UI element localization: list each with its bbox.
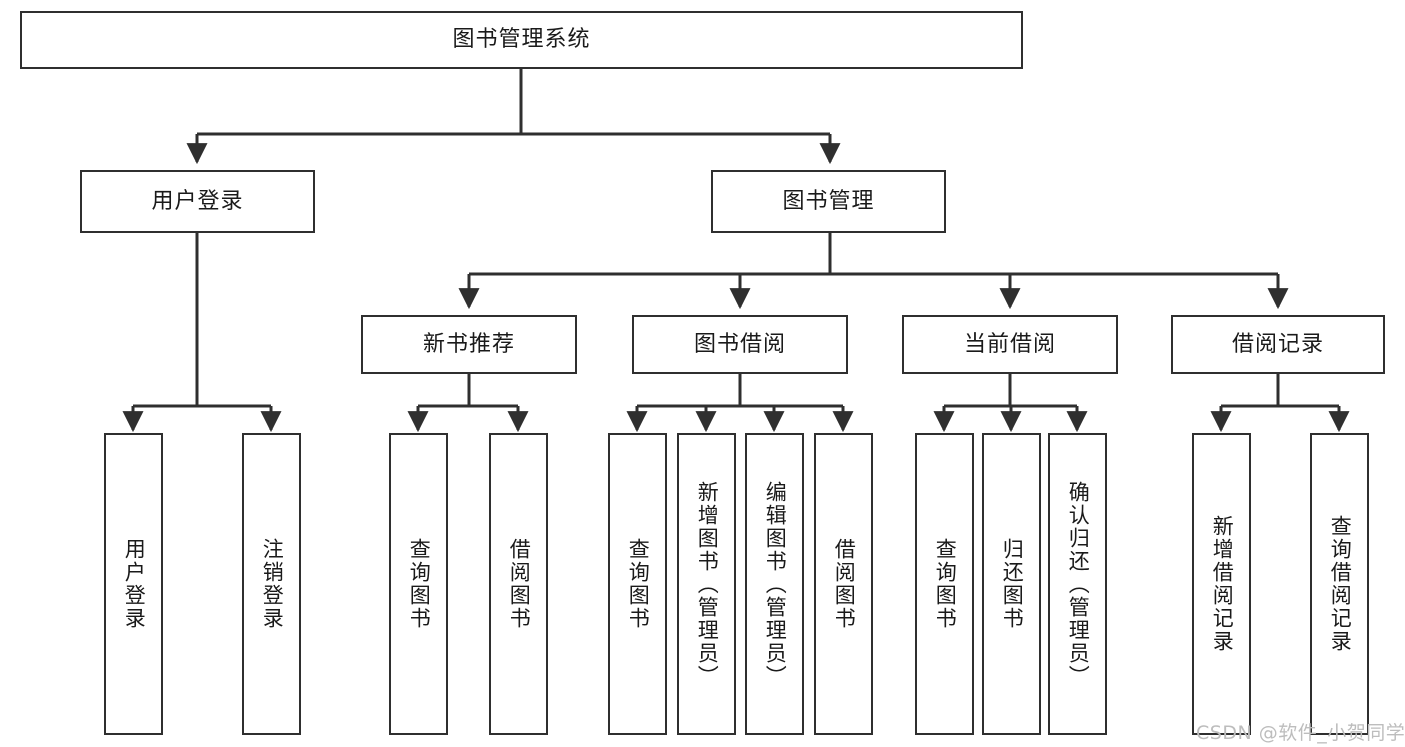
node-label: 归还图书: [1000, 538, 1025, 630]
node-label: 当前借阅: [963, 331, 1056, 357]
node-label: 借阅记录: [1231, 331, 1324, 357]
leaf-borrow-edit-book-admin[interactable]: 编辑图书（管理员）: [745, 433, 804, 735]
node-label: 确认归还（管理员）: [1066, 480, 1091, 688]
node-label: 注销登录: [260, 538, 285, 630]
node-label: 编辑图书（管理员）: [763, 480, 788, 688]
leaf-current-query-book[interactable]: 查询图书: [915, 433, 974, 735]
leaf-recommend-borrow-book[interactable]: 借阅图书: [489, 433, 548, 735]
node-label: 新书推荐: [422, 331, 515, 357]
node-user-login[interactable]: 用户登录: [80, 170, 315, 233]
node-label: 新增图书（管理员）: [695, 480, 720, 688]
leaf-recommend-query-book[interactable]: 查询图书: [389, 433, 448, 735]
node-label: 新增借阅记录: [1210, 515, 1235, 653]
node-root-system[interactable]: 图书管理系统: [20, 11, 1023, 69]
node-label: 借阅图书: [832, 538, 857, 630]
leaf-borrow-query-book[interactable]: 查询图书: [608, 433, 667, 735]
node-label: 图书管理系统: [452, 27, 591, 53]
leaf-records-query-record[interactable]: 查询借阅记录: [1310, 433, 1369, 735]
node-book-management[interactable]: 图书管理: [711, 170, 946, 233]
node-book-borrow[interactable]: 图书借阅: [632, 315, 848, 374]
node-label: 查询图书: [626, 538, 651, 630]
leaf-user-login-signout[interactable]: 注销登录: [242, 433, 301, 735]
node-label: 图书管理: [782, 188, 875, 214]
node-label: 用户登录: [122, 538, 147, 630]
node-label: 借阅图书: [507, 538, 532, 630]
leaf-current-confirm-return-admin[interactable]: 确认归还（管理员）: [1048, 433, 1107, 735]
node-current-borrow[interactable]: 当前借阅: [902, 315, 1118, 374]
leaf-borrow-add-book-admin[interactable]: 新增图书（管理员）: [677, 433, 736, 735]
node-label: 查询借阅记录: [1328, 515, 1353, 653]
leaf-user-login-signin[interactable]: 用户登录: [104, 433, 163, 735]
node-new-book-recommend[interactable]: 新书推荐: [361, 315, 577, 374]
leaf-records-add-record[interactable]: 新增借阅记录: [1192, 433, 1251, 735]
node-label: 用户登录: [151, 188, 244, 214]
node-label: 图书借阅: [693, 331, 786, 357]
node-label: 查询图书: [933, 538, 958, 630]
csdn-watermark: CSDN @软件_小贺同学: [1196, 722, 1405, 744]
node-label: 查询图书: [407, 538, 432, 630]
node-borrow-records[interactable]: 借阅记录: [1171, 315, 1385, 374]
leaf-current-return-book[interactable]: 归还图书: [982, 433, 1041, 735]
leaf-borrow-borrow-book[interactable]: 借阅图书: [814, 433, 873, 735]
